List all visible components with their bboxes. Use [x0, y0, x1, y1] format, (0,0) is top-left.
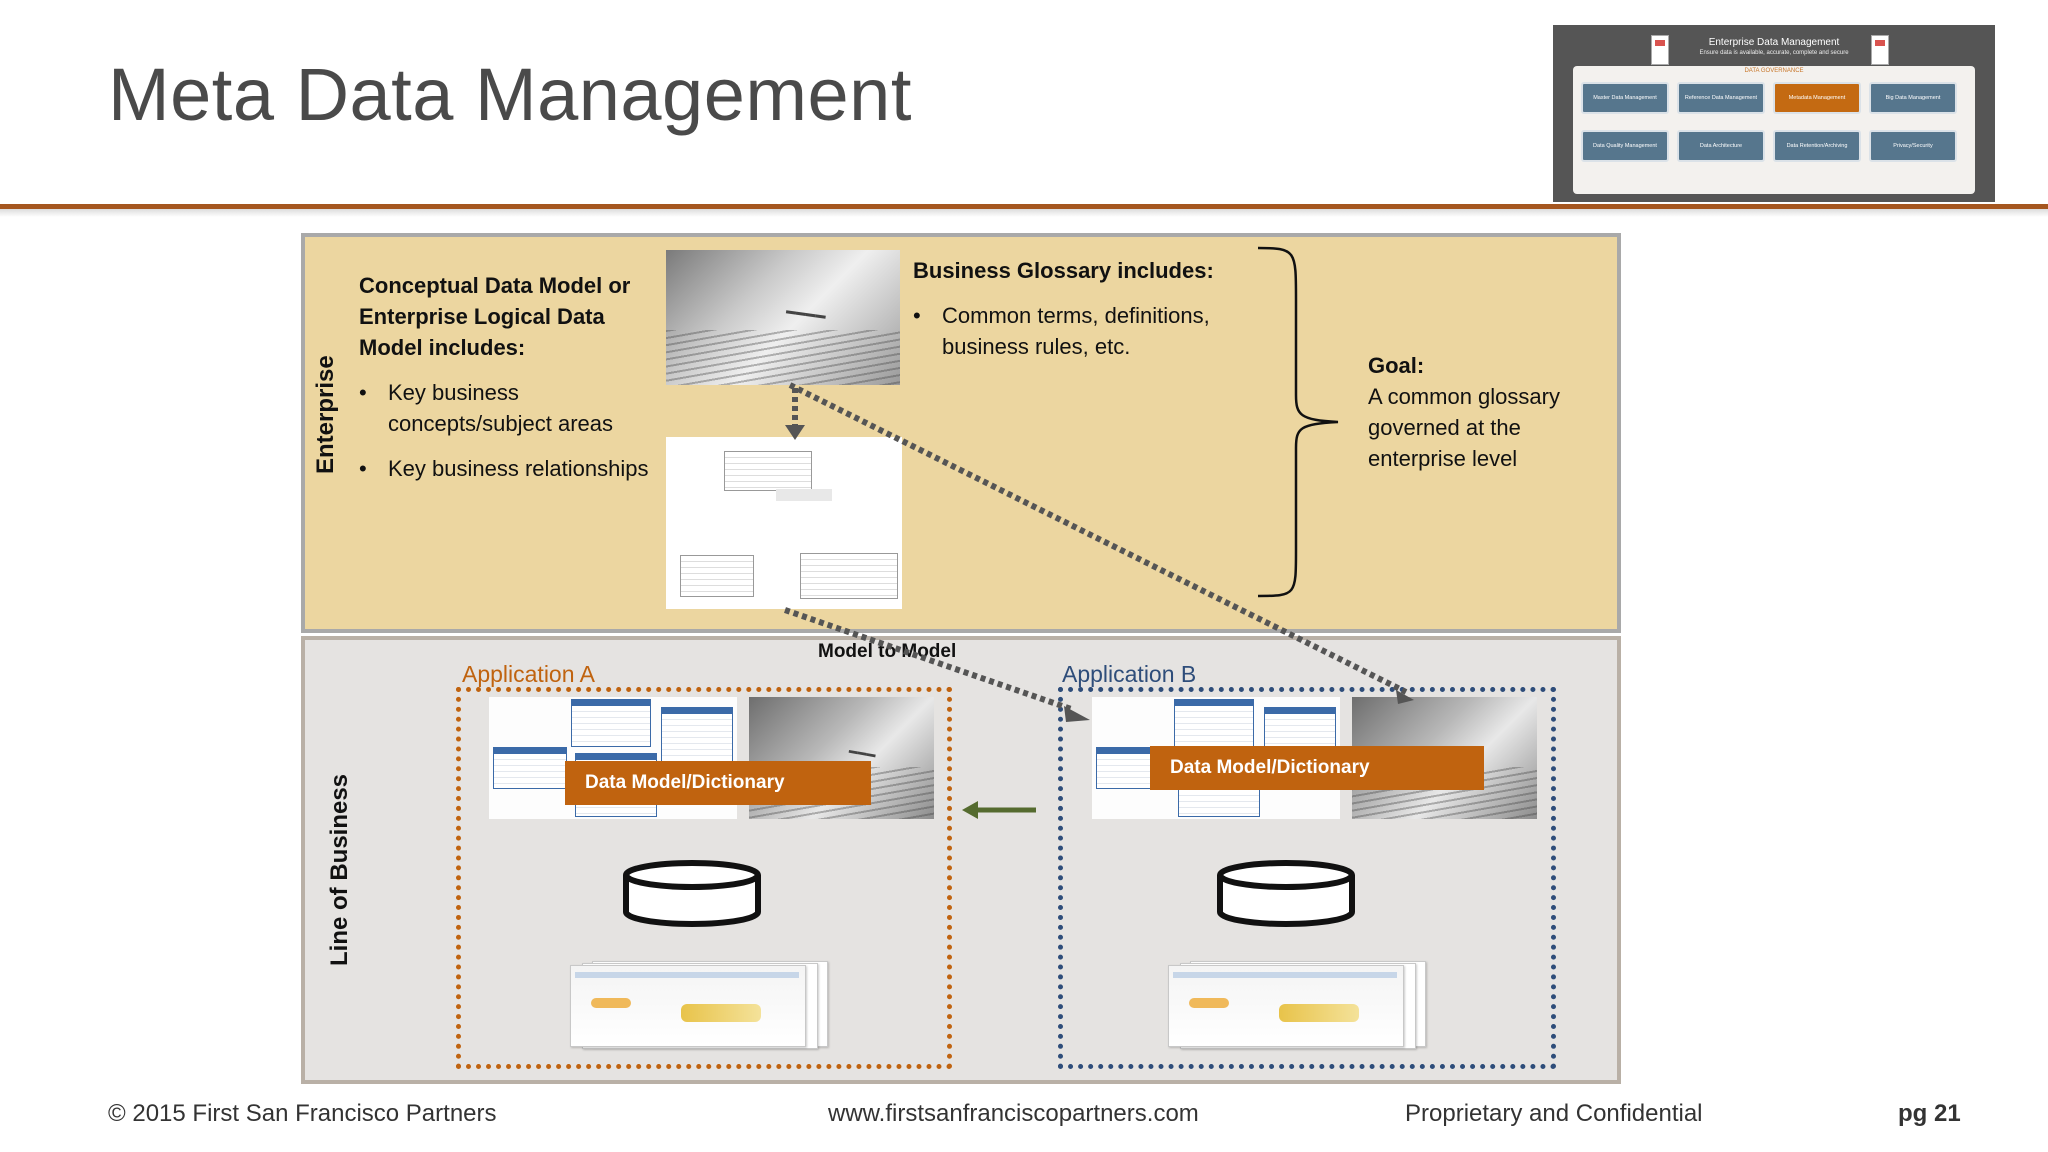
thumbnail-subtitle: Ensure data is available, accurate, comp…: [1699, 50, 1849, 56]
thumbnail-title: Enterprise Data Management: [1708, 37, 1840, 48]
erd-table: [1174, 699, 1254, 747]
erd-relationship: [776, 489, 832, 501]
footer-website: www.firstsanfranciscopartners.com: [828, 1100, 1199, 1127]
footer-page-number: pg 21: [1898, 1100, 1961, 1127]
report-sheet: [570, 965, 806, 1047]
application-a-data-model-label: Data Model/Dictionary: [565, 761, 871, 805]
conceptual-model-heading: Conceptual Data Model or Enterprise Logi…: [359, 273, 631, 360]
thumbnail-governance-label: DATA GOVERNANCE: [1744, 68, 1804, 74]
glossary-word: ▬▬▬: [848, 744, 877, 760]
glossary-item: Common terms, definitions, business rule…: [913, 300, 1243, 362]
line-of-business-label: Line of Business: [326, 773, 353, 966]
thumbnail-governance-panel: DATA GOVERNANCE Master Data Management R…: [1573, 66, 1975, 194]
erd-table: [661, 707, 733, 767]
glossary-heading: Business Glossary includes:: [913, 258, 1214, 283]
enterprise-label: Enterprise: [312, 355, 339, 474]
erd-entity: [800, 553, 898, 599]
thumbnail-cell: Big Data Management: [1869, 82, 1957, 114]
thumbnail-cell: Data Retention/Archiving: [1773, 130, 1861, 162]
enterprise-data-management-thumbnail: Enterprise Data Management Ensure data i…: [1553, 25, 1995, 202]
title-rule-shadow: [0, 209, 2048, 217]
report-header-bar: [575, 972, 799, 978]
thumbnail-cell: Data Architecture: [1677, 130, 1765, 162]
application-b-reports-image: [1166, 961, 1426, 1049]
report-sheet: [1168, 965, 1404, 1047]
thumbnail-cell-highlighted: Metadata Management: [1773, 82, 1861, 114]
thumbnail-cell: Privacy/Security: [1869, 130, 1957, 162]
application-a-box: [456, 687, 952, 1069]
thumbnail-cell: Data Quality Management: [1581, 130, 1669, 162]
title-rule: [0, 204, 2048, 209]
glossary-list: Common terms, definitions, business rule…: [913, 300, 1243, 376]
application-a-reports-image: [568, 961, 828, 1049]
glossary-image: ▬▬▬▬: [666, 250, 900, 385]
report-chart: [681, 1004, 761, 1022]
glossary-word: ▬▬▬▬: [785, 305, 827, 322]
footer-copyright: © 2015 First San Francisco Partners: [108, 1100, 497, 1127]
thumbnail-cell: Reference Data Management: [1677, 82, 1765, 114]
slide-title: Meta Data Management: [108, 53, 912, 136]
document-icon: [1651, 35, 1669, 65]
application-b-label: Application B: [1062, 661, 1197, 687]
glossary-text-lines: [666, 330, 900, 385]
conceptual-model-item: Key business relationships: [359, 453, 649, 484]
erd-entity: [724, 451, 812, 491]
report-chart: [1279, 1004, 1359, 1022]
application-a-label: Application A: [462, 661, 595, 687]
erd-table: [571, 699, 651, 747]
conceptual-model-item: Key business concepts/subject areas: [359, 377, 649, 439]
conceptual-model-list: Key business concepts/subject areas Key …: [359, 377, 649, 498]
enterprise-erd-image: [666, 437, 902, 609]
goal-heading: Goal:: [1368, 353, 1425, 378]
erd-entity: [680, 555, 754, 597]
application-b-data-model-label: Data Model/Dictionary: [1150, 746, 1484, 790]
footer-confidential: Proprietary and Confidential: [1405, 1100, 1703, 1127]
goal-text: A common glossary governed at the enterp…: [1368, 384, 1560, 471]
model-to-model-label: Model to Model: [818, 641, 957, 662]
document-icon: [1871, 35, 1889, 65]
thumbnail-cell: Master Data Management: [1581, 82, 1669, 114]
report-chart: [591, 998, 631, 1008]
erd-table: [493, 747, 567, 789]
report-header-bar: [1173, 972, 1397, 978]
report-chart: [1189, 998, 1229, 1008]
